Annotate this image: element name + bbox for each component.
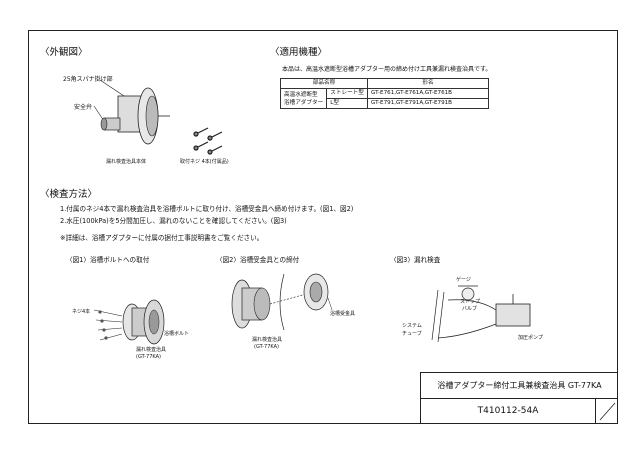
type-l: L型	[326, 98, 368, 109]
part-name-line2: 浴槽アダプター	[284, 99, 324, 106]
fig3-label-system-1: システム	[402, 323, 422, 329]
drawing-frame	[28, 30, 618, 424]
fig2-label-jig-2: (GT-77KA)	[254, 344, 279, 350]
fig1-drawing	[93, 299, 165, 345]
applicable-models-table: 部品名称 形名 高温水遮断型 浴槽アダプター ストレート型 GT-E761,GT…	[279, 78, 489, 109]
label-jig-body: 漏れ検査治具本体	[106, 159, 147, 165]
jig-body-drawing	[93, 79, 170, 145]
fig1-label-bolt: 浴槽ボルト	[164, 331, 190, 337]
method-step-1: 1.付属のネジ4本で漏れ検査治具を浴槽ボルトに取り付け、浴槽受金具へ締め付けます…	[60, 205, 354, 213]
title-block-title: 浴槽アダプター締付工具兼検査治具 GT-77KA	[421, 373, 618, 399]
fig3-label-gauge: ゲージ	[456, 277, 471, 283]
part-name-cell: 高温水遮断型 浴槽アダプター	[279, 88, 328, 109]
fig2-title: 〈図2〉浴槽受金具との締付	[216, 256, 300, 264]
fig1-label-screws: ネジ4本	[72, 309, 91, 315]
title-block-code: T410112-54A	[477, 406, 539, 416]
models-l: GT-E791,GT-E791A,GT-E791B	[367, 98, 489, 109]
part-name-line1: 高温水遮断型	[284, 91, 318, 98]
fig3-label-pump: 加圧ポンプ	[518, 335, 543, 341]
pump-icon	[495, 303, 531, 327]
gauge-icon	[461, 287, 475, 301]
col-model-name: 形名	[367, 78, 489, 89]
label-screws-accessory: 取付ネジ 4本(付属品)	[180, 159, 229, 165]
fig1-label-jig-1: 漏れ検査治具	[136, 347, 167, 353]
method-note: ※詳細は、浴槽アダプターに付属の据付工事説明書をご覧ください。	[60, 234, 264, 242]
fig2-drawing	[231, 273, 333, 331]
models-straight: GT-E761,GT-E761A,GT-E761B	[367, 88, 489, 99]
method-step-2: 2.水圧(100kPa)を5分間加圧し、漏れのないことを確認してください。(図3…	[60, 217, 287, 225]
applicable-description: 本品は、高温水遮断型浴槽アダプター用の締め付け工具兼漏れ検査治具です。	[282, 66, 492, 73]
type-straight: ストレート型	[326, 88, 368, 99]
fig3-label-stop-1: ストップ	[460, 299, 481, 305]
fig1-title: 〈図1〉浴槽ボルトへの取付	[66, 256, 150, 264]
title-block-slash-cell	[595, 399, 619, 424]
label-wrench-part: 25角スパナ掛け部	[63, 76, 113, 83]
fig3-title: 〈図3〉漏れ検査	[390, 256, 441, 264]
exterior-heading: 〈外観図〉	[40, 47, 88, 58]
method-heading: 〈検査方法〉	[40, 189, 98, 200]
fig3-drawing	[431, 285, 531, 343]
fig1-label-jig-2: (GT-77KA)	[136, 354, 161, 360]
fig3-label-stop-2: バルブ	[462, 306, 478, 312]
title-block: 浴槽アダプター締付工具兼検査治具 GT-77KA T410112-54A	[420, 372, 618, 424]
label-safety-valve: 安全弁	[74, 104, 93, 111]
fig2-label-jig-1: 漏れ検査治具	[252, 337, 283, 343]
col-part-name: 部品名称	[280, 78, 368, 89]
screws-drawing	[193, 127, 223, 155]
fig2-label-receiver: 浴槽受金具	[330, 311, 356, 317]
slash-mark	[599, 402, 616, 421]
fig3-label-system-2: チューブ	[402, 331, 422, 337]
applicable-heading: 〈適用機種〉	[270, 47, 328, 58]
